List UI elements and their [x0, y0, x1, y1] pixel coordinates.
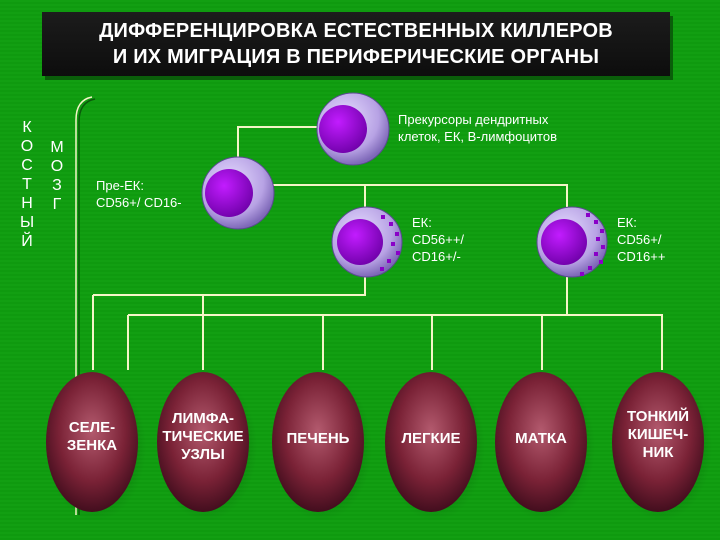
marrow-vertical-label: М О З Г — [50, 139, 64, 213]
organ-label-small-intestine: ТОНКИЙ КИШЕЧ- НИК — [626, 408, 689, 461]
pre-nk-cell — [201, 156, 275, 230]
connector-lines — [92, 126, 663, 370]
organ-uterus — [495, 372, 595, 521]
organ-label-lymph-nodes: ЛИМФА- ТИЧЕСКИЕ УЗЛЫ — [162, 410, 244, 463]
title-banner: ДИФФЕРЕНЦИРОВКА ЕСТЕСТВЕННЫХ КИЛЛЕРОВ И … — [42, 12, 670, 76]
nk-cd56-dim-cell — [536, 206, 608, 278]
bone-marrow-bracket — [75, 96, 93, 515]
granules — [380, 215, 400, 271]
bone-marrow-bracket-shadow — [78, 98, 96, 515]
nk-bright-label: ЕК: CD56++/ CD16+/- — [412, 215, 465, 264]
organ-label-uterus: МАТКА — [515, 430, 567, 447]
nk-cd56-bright-cell — [331, 206, 403, 278]
pre-nk-label: Пре-ЕК: CD56+/ CD16- — [96, 178, 182, 210]
precursor-label: Прекурсоры дендритных клеток, ЕК, В-лимф… — [398, 112, 557, 144]
organ-lymph-nodes — [157, 372, 257, 521]
bone-vertical-label: К О С Т Н Ы Й — [20, 119, 35, 250]
title-line-1: ДИФФЕРЕНЦИРОВКА ЕСТЕСТВЕННЫХ КИЛЛЕРОВ — [99, 20, 613, 42]
organ-spleen — [46, 372, 146, 521]
granules — [580, 213, 605, 276]
precursor-cell — [316, 92, 390, 166]
organ-label-liver: ПЕЧЕНЬ — [286, 430, 350, 447]
organ-label-spleen: СЕЛЕ- ЗЕНКА — [66, 419, 118, 454]
title-line-2: И ИХ МИГРАЦИЯ В ПЕРИФЕРИЧЕСКИЕ ОРГАНЫ — [112, 46, 600, 68]
organ-liver — [272, 372, 372, 521]
organ-small-intestine — [612, 372, 712, 521]
organ-lungs — [385, 372, 485, 521]
organ-label-lungs: ЛЕГКИЕ — [401, 430, 461, 447]
nk-dim-label: ЕК: CD56+/ CD16++ — [617, 215, 666, 264]
